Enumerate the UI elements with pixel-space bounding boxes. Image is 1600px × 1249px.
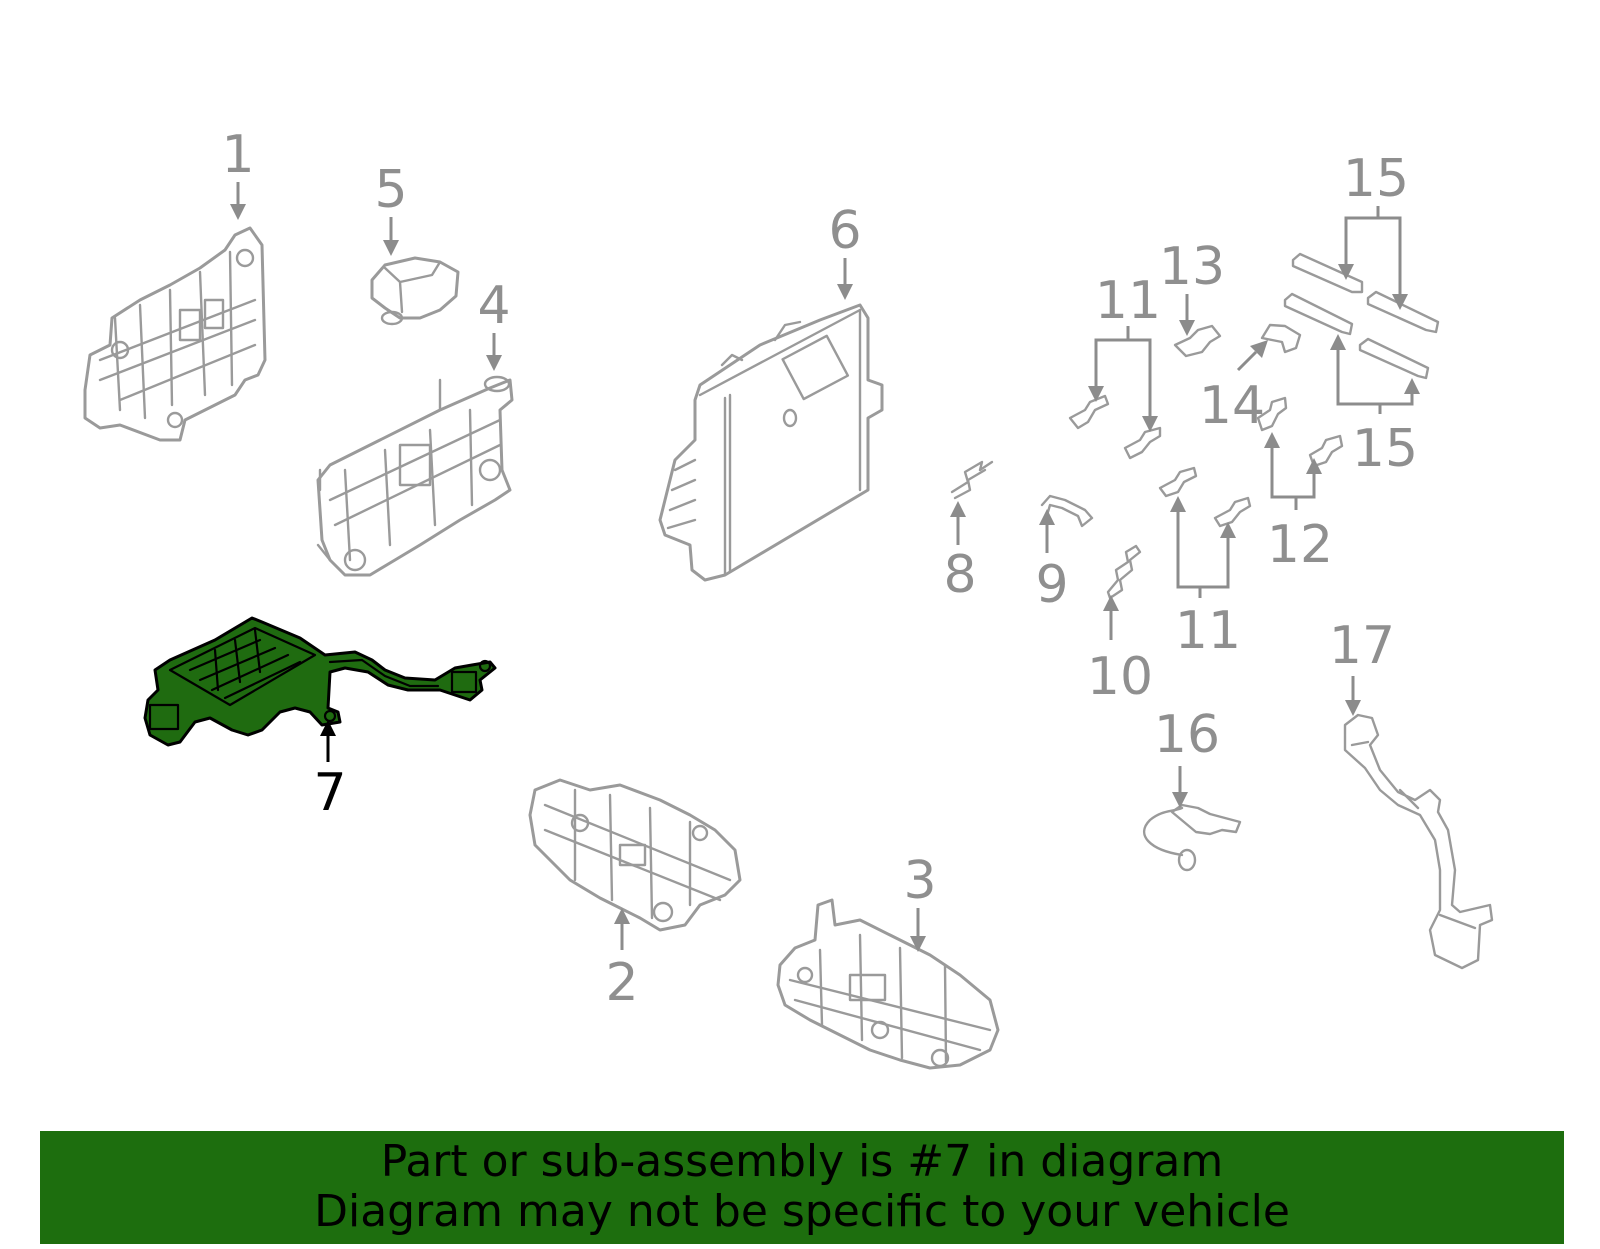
callout-6: 6 — [828, 201, 861, 261]
part-5-sensor[interactable] — [370, 256, 460, 326]
part-13-clip[interactable] — [1173, 324, 1222, 358]
callout-labels: 1 5 4 6 7 2 3 8 9 10 11 11 12 13 14 15 1… — [221, 125, 1418, 1013]
callout-7: 7 — [313, 763, 346, 823]
part-15-strip-a[interactable] — [1291, 252, 1364, 294]
part-11-clip-lower-b[interactable] — [1213, 496, 1252, 528]
part-10-pin[interactable] — [1106, 544, 1142, 600]
callout-15-lower: 15 — [1352, 419, 1418, 479]
part-11-clip-upper-a[interactable] — [1068, 394, 1110, 430]
part-17-harness[interactable] — [1343, 713, 1494, 970]
callout-3: 3 — [903, 851, 936, 911]
callout-1: 1 — [221, 125, 254, 185]
callout-15-upper: 15 — [1343, 149, 1409, 209]
part-11-clip-upper-b[interactable] — [1123, 426, 1162, 460]
callout-16: 16 — [1154, 705, 1220, 765]
info-banner: Part or sub-assembly is #7 in diagram Di… — [40, 1131, 1564, 1244]
part-1-valve-body[interactable] — [83, 226, 267, 442]
callout-8: 8 — [943, 545, 976, 605]
banner-line-1: Part or sub-assembly is #7 in diagram — [380, 1136, 1224, 1187]
part-12-clip-b[interactable] — [1308, 434, 1344, 468]
callout-2: 2 — [605, 953, 638, 1013]
part-15-strip-d[interactable] — [1358, 337, 1430, 380]
callout-17: 17 — [1329, 616, 1395, 676]
leader-lines — [230, 182, 1420, 952]
callout-12: 12 — [1267, 515, 1333, 575]
part-12-clip-a[interactable] — [1256, 396, 1288, 432]
part-6-control-module[interactable] — [658, 303, 884, 582]
part-11-clip-lower-a[interactable] — [1158, 466, 1198, 498]
part-16-sensor-lead[interactable] — [1143, 803, 1242, 872]
callout-5: 5 — [374, 160, 407, 220]
callout-11-lower: 11 — [1175, 601, 1241, 661]
callout-13: 13 — [1159, 237, 1225, 297]
part-15-strip-c[interactable] — [1283, 292, 1354, 336]
banner-line-2: Diagram may not be specific to your vehi… — [314, 1186, 1290, 1237]
part-9-bracket[interactable] — [1040, 494, 1094, 528]
part-3-lower-plate[interactable] — [776, 898, 1000, 1070]
part-7-highlighted-assembly[interactable] — [143, 616, 497, 747]
callout-11-upper: 11 — [1095, 271, 1161, 331]
callout-4: 4 — [477, 276, 510, 336]
part-8-clip[interactable] — [950, 460, 994, 500]
callout-9: 9 — [1035, 555, 1068, 615]
part-4-valve-plate[interactable] — [316, 375, 514, 577]
part-15-strip-b[interactable] — [1366, 290, 1440, 334]
part-14-bracket[interactable] — [1260, 323, 1302, 354]
callout-10: 10 — [1087, 647, 1153, 707]
callout-14: 14 — [1199, 376, 1265, 436]
part-2-lower-valve-body[interactable] — [528, 778, 742, 932]
